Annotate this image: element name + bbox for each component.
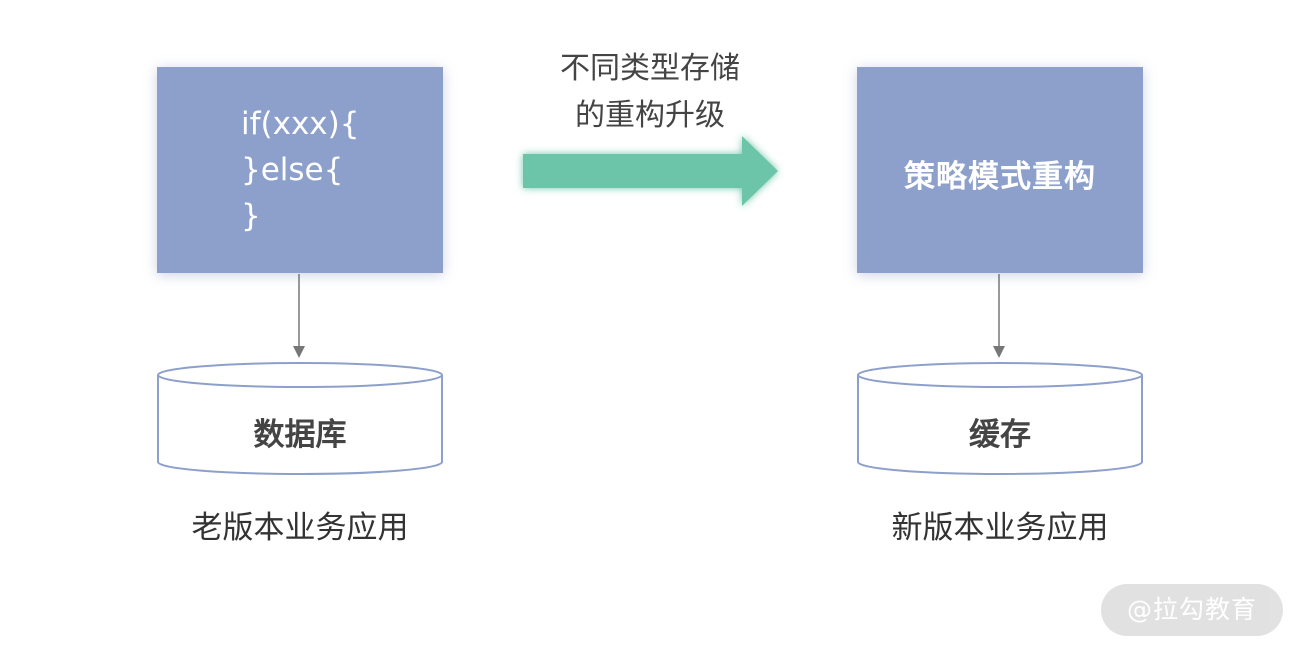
old-app-caption: 老版本业务应用 xyxy=(191,510,409,546)
code-snippet: if(xxx){ }else{ } xyxy=(241,101,359,239)
cache-label: 缓存 xyxy=(969,417,1031,453)
old-app-code-box: if(xxx){ }else{ } xyxy=(157,67,443,273)
code-line: } xyxy=(241,198,261,234)
code-line: }else{ xyxy=(241,152,344,188)
new-app-caption: 新版本业务应用 xyxy=(891,510,1109,546)
strategy-box-title: 策略模式重构 xyxy=(904,159,1096,195)
database-label: 数据库 xyxy=(253,417,347,453)
transition-label-line-1: 不同类型存储 xyxy=(560,51,740,86)
transition-label-line-2: 的重构升级 xyxy=(575,98,725,133)
transition-arrow xyxy=(523,136,778,206)
new-app-strategy-box: 策略模式重构 xyxy=(857,67,1143,273)
code-line: if(xxx){ xyxy=(241,106,360,142)
watermark-badge: @拉勾教育 xyxy=(1101,584,1283,636)
database-cylinder xyxy=(157,362,443,475)
cache-cylinder xyxy=(857,362,1143,475)
